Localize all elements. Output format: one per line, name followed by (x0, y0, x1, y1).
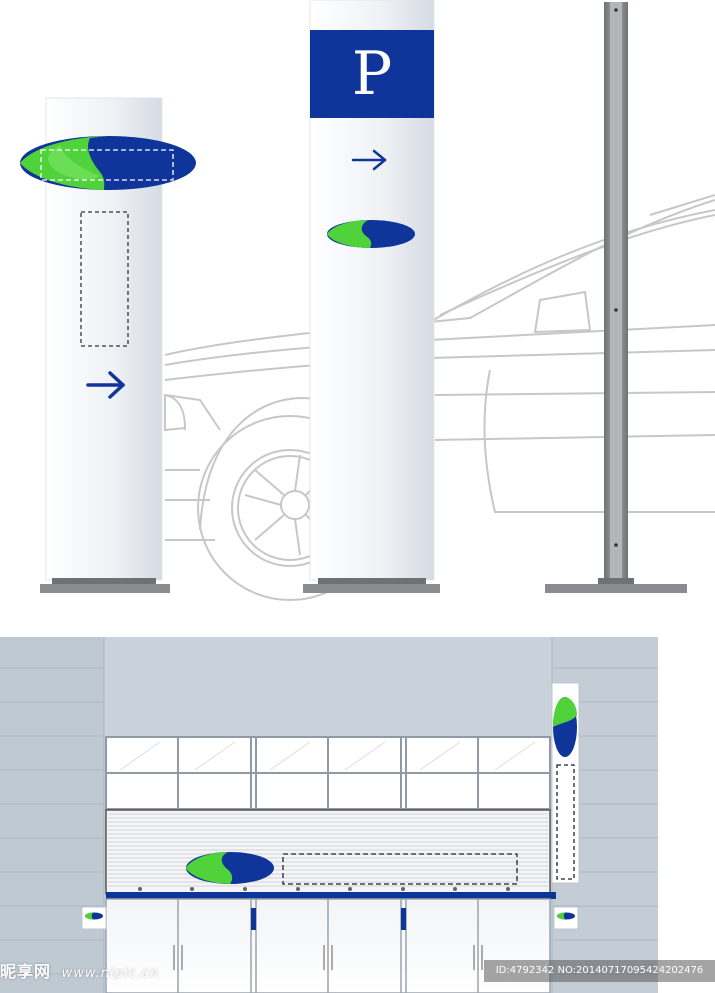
wall-plaque-right (553, 906, 579, 930)
logo-oval-icon (20, 136, 196, 190)
watermark-image-id: ID:4792342 NO:20140717095424202476 (484, 960, 715, 982)
sign-placeholder-horizontal (40, 149, 174, 181)
pillar-post (545, 2, 687, 593)
wall-plaque-left (81, 906, 107, 930)
parking-letter: P (351, 39, 393, 109)
sign-placeholder-horizontal (282, 853, 518, 885)
sign-placeholder-vertical (556, 764, 575, 880)
watermark-site-url: www.nipic.cn (61, 966, 160, 981)
watermark-site-name: 昵享网 (0, 962, 52, 981)
logo-oval-icon (553, 697, 577, 757)
parking-p-icon (310, 30, 434, 118)
storefront-doors (105, 898, 551, 993)
arrow-right-icon (351, 149, 387, 171)
car-outline (164, 194, 715, 601)
arrow-right-icon (86, 371, 125, 399)
logo-oval-icon (327, 220, 415, 248)
logo-oval-icon (186, 852, 274, 884)
car-headlight (164, 393, 187, 432)
pillar-sign-parking (303, 0, 440, 593)
storefront-signboard (105, 809, 556, 899)
facade-windows (105, 736, 551, 810)
sign-placeholder-vertical (80, 211, 129, 347)
watermark-brand: 昵享网 www.nipic.cn (0, 958, 159, 982)
